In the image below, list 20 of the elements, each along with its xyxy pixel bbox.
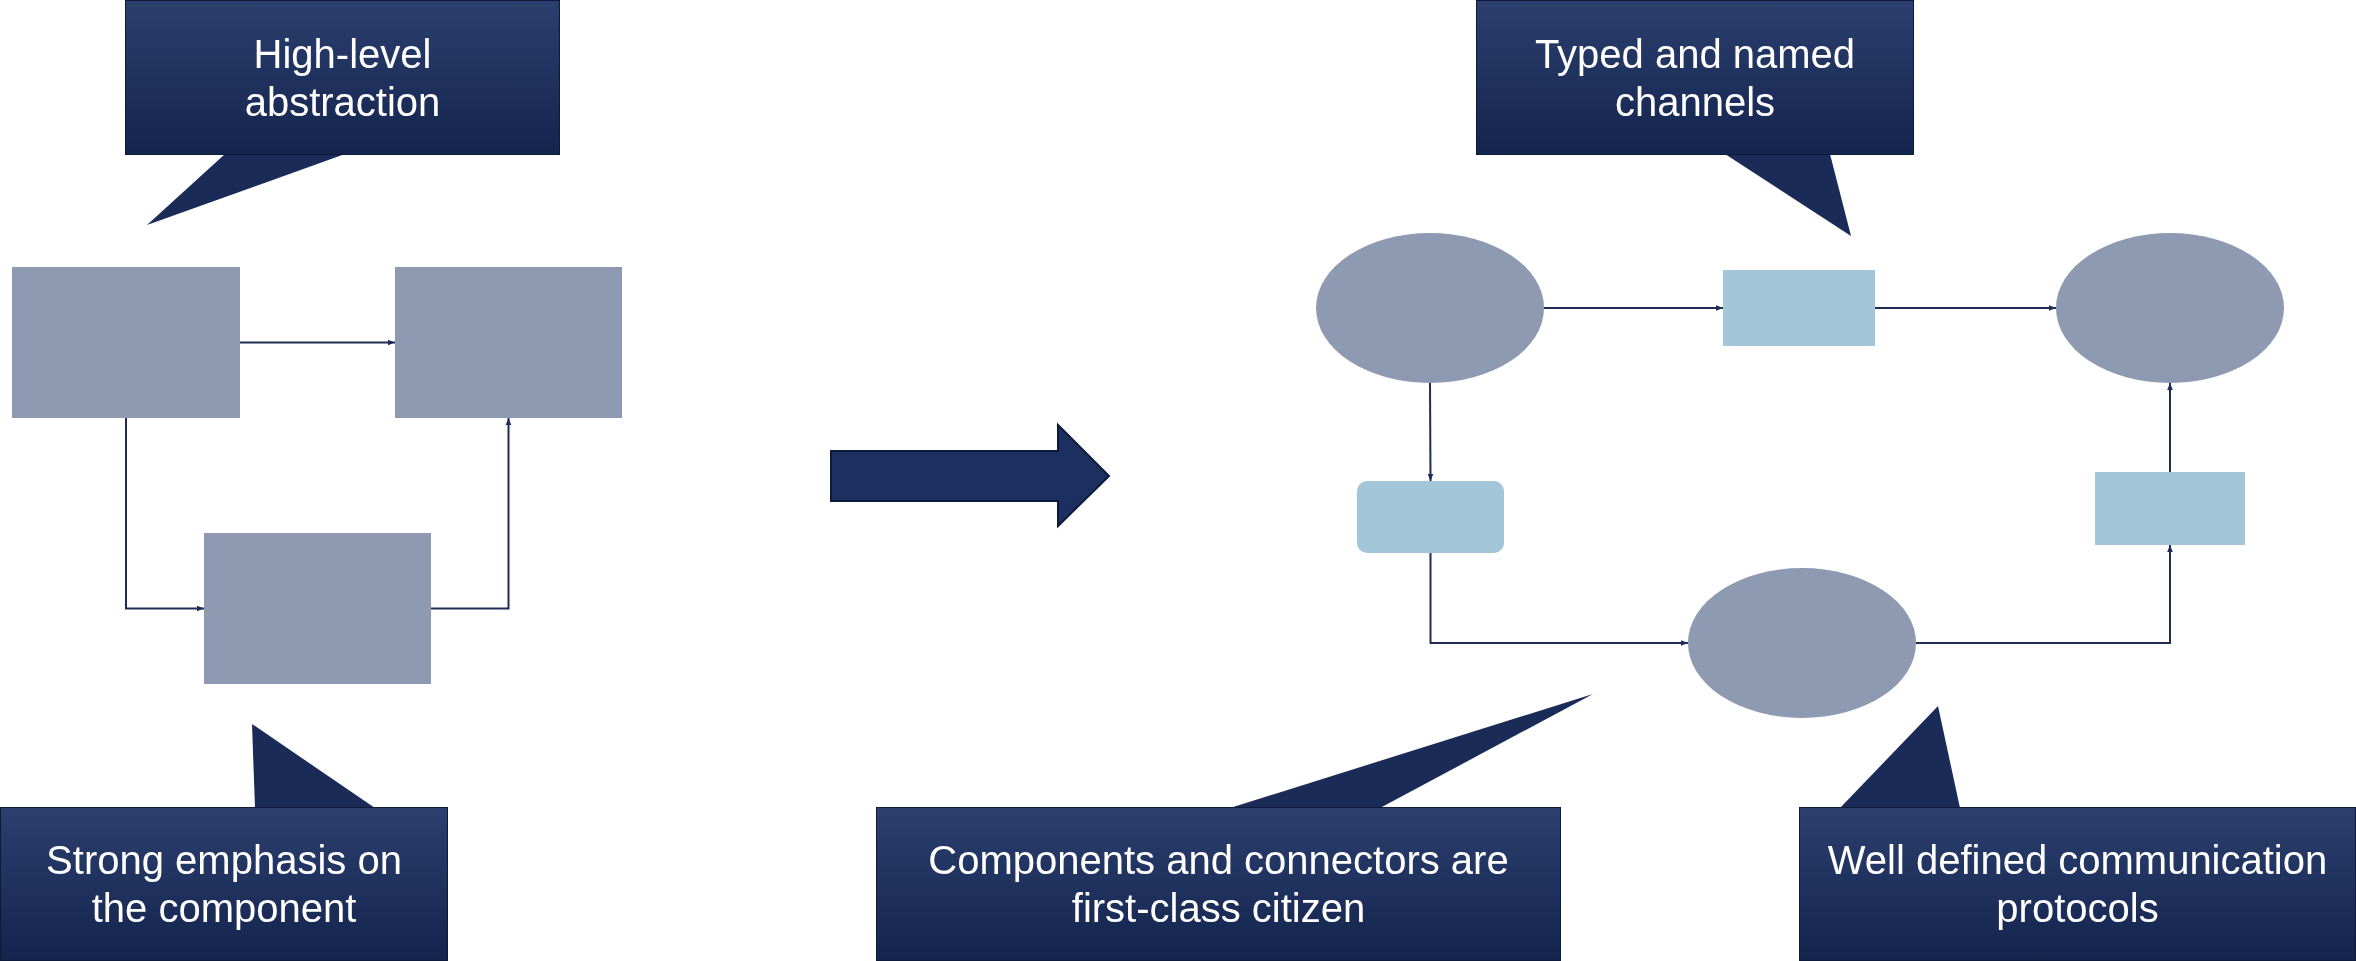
callout-text: Well defined communication protocols bbox=[1826, 837, 2329, 932]
arrow bbox=[1543, 305, 1724, 311]
arrow bbox=[2167, 382, 2173, 473]
channel-box bbox=[2095, 472, 2245, 545]
arrow bbox=[239, 339, 396, 346]
component-box bbox=[12, 267, 240, 418]
component-box bbox=[395, 267, 622, 418]
arrow bbox=[1915, 544, 2173, 644]
arrow bbox=[1427, 382, 1434, 482]
arrow bbox=[430, 417, 512, 610]
callout-text: Components and connectors are first-class citizen bbox=[927, 837, 1510, 932]
callout-text: Strong emphasis on the component bbox=[45, 837, 403, 932]
channel-box bbox=[1357, 481, 1504, 553]
component-box bbox=[204, 533, 431, 684]
arrow bbox=[1874, 305, 2057, 311]
arrow bbox=[125, 417, 205, 612]
channel-box bbox=[1723, 270, 1875, 346]
callout-text: Typed and named channels bbox=[1533, 30, 1857, 126]
arrow bbox=[1429, 552, 1689, 646]
callout-text: High-level abstraction bbox=[243, 30, 442, 126]
